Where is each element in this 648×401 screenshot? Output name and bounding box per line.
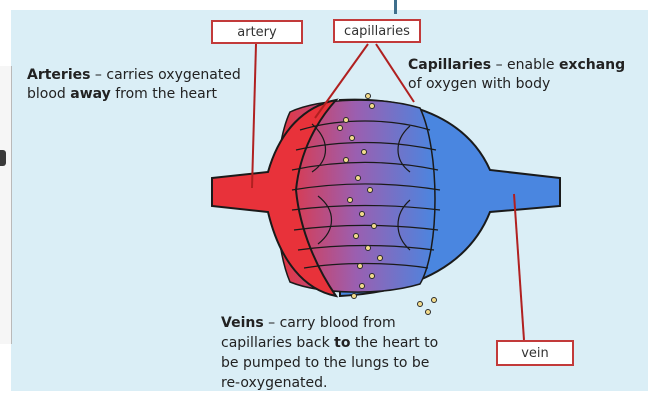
capillaries-bold-word: exchang: [559, 57, 625, 73]
veins-line3: be pumped to the lungs to be: [221, 355, 429, 371]
arteries-dash-text: – carries oxygenated: [90, 67, 240, 83]
capillaries-label: capillaries: [333, 19, 421, 43]
veins-line2-pre: capillaries back: [221, 335, 334, 351]
vein-label: vein: [496, 340, 574, 366]
arteries-line2-pre: blood: [27, 86, 70, 102]
arteries-line2-post: from the heart: [111, 86, 217, 102]
arteries-line2-bold: away: [70, 86, 111, 102]
capillaries-description: Capillaries – enable exchang of oxygen w…: [408, 56, 625, 94]
veins-term: Veins: [221, 315, 264, 331]
arteries-description: Arteries – carries oxygenated blood away…: [27, 66, 241, 104]
capillaries-term: Capillaries: [408, 57, 491, 73]
capillaries-line2: of oxygen with body: [408, 76, 550, 92]
veins-line2-post: the heart to: [350, 335, 438, 351]
artery-label: artery: [211, 20, 303, 44]
veins-description: Veins – carry blood from capillaries bac…: [221, 313, 438, 393]
veins-line2-bold: to: [334, 335, 350, 351]
capillaries-dash-text: – enable: [491, 57, 559, 73]
arteries-term: Arteries: [27, 67, 90, 83]
veins-line4: re-oxygenated.: [221, 375, 327, 391]
veins-dash-text: – carry blood from: [264, 315, 396, 331]
